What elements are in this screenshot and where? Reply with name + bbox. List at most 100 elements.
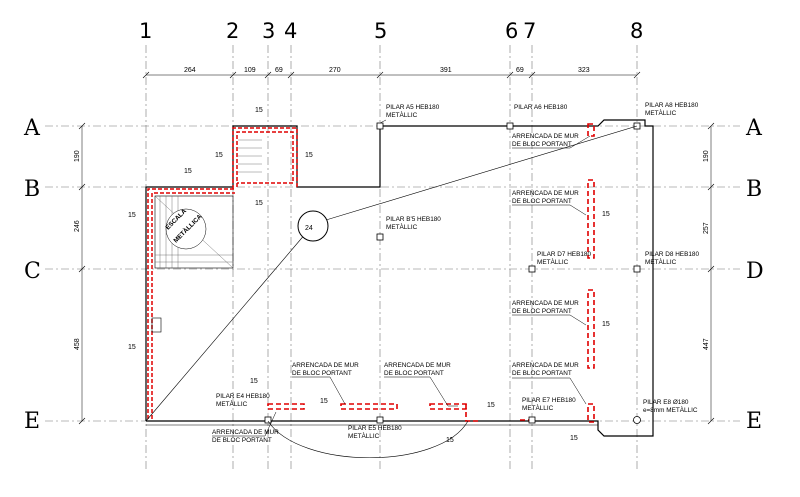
- arrencada-5-line1: ARRENCADA DE MUR: [292, 362, 359, 369]
- pilar-d7-label-2: METÀLLIC: [537, 257, 569, 266]
- dim-15-n: 15: [602, 321, 610, 328]
- row-b-left-label: B: [24, 177, 40, 202]
- dim-left-b-c: 246: [74, 220, 81, 232]
- arrencada-4-line1: ARRENCADA DE MUR: [512, 362, 579, 369]
- arrencada-7-line2: DE BLOC PORTANT: [212, 437, 272, 444]
- row-e-left-label: E: [24, 409, 40, 434]
- pilar-e8-label-2: e=8mm METÀLLIC: [643, 405, 698, 414]
- column-7-label: 7: [523, 19, 536, 43]
- dim-15-c: 15: [305, 152, 313, 159]
- dim-top-4-5: 270: [329, 67, 341, 74]
- pilar-b5-label-1: PILAR B'5 HEB180: [386, 216, 441, 223]
- column-3-label: 3: [262, 19, 275, 43]
- pilar-e7-label-1: PILAR E7 HEB180: [522, 397, 576, 404]
- small-dimensions: 15 15 15 15 15 15 15 15 15 15 15 15 15 1…: [128, 107, 610, 444]
- arrencada-5-line2: DE BLOC PORTANT: [292, 370, 352, 377]
- pillar-e5: [376, 416, 384, 424]
- dim-top-3-4: 69: [275, 67, 283, 74]
- arrencada-3-line1: ARRENCADA DE MUR: [512, 300, 579, 307]
- pilar-e8-label-1: PILAR E8 Ø180: [643, 399, 689, 406]
- dim-15-l: 15: [570, 435, 578, 442]
- pillar-e4: [264, 416, 272, 424]
- dim-15-m: 15: [602, 211, 610, 218]
- pilar-e7-label-2: METÀLLIC: [522, 403, 554, 412]
- column-1-label: 1: [139, 19, 152, 43]
- pilar-a5-label-1: PILAR A5 HEB180: [386, 104, 440, 111]
- pilar-d8-label-2: METÀLLIC: [645, 257, 677, 266]
- row-a-left-label: A: [23, 116, 41, 141]
- bearing-walls-right: [587, 123, 595, 423]
- column-numbers: 1 2 3 4 5 6 7 8: [139, 19, 643, 43]
- pilar-d8-label-1: PILAR D8 HEB180: [645, 251, 699, 258]
- column-8-label: 8: [630, 19, 643, 43]
- dim-top-1-2: 264: [184, 67, 196, 74]
- arrencada-7-line1: ARRENCADA DE MUR: [212, 429, 279, 436]
- pilar-e5-label-2: METÀLLIC: [348, 431, 380, 440]
- bearing-walls-bottom: [267, 403, 530, 422]
- dim-right-a-b: 190: [703, 150, 710, 162]
- dim-15-e: 15: [255, 200, 263, 207]
- leader-lines: [212, 119, 591, 437]
- row-c-left-label: C: [24, 259, 41, 284]
- dim-left-c-e: 458: [74, 338, 81, 350]
- top-dimension-chain: 264 109 69 270 391 69 323: [142, 67, 641, 79]
- metal-stair: ESCALA METÀLLICA: [151, 139, 262, 333]
- pillars: [264, 122, 641, 424]
- dim-left-a-b: 190: [74, 150, 81, 162]
- dim-15-g: 15: [128, 344, 136, 351]
- arrencada-6-line1: ARRENCADA DE MUR: [384, 362, 451, 369]
- pilar-b5-label-2: METÀLLIC: [386, 222, 418, 231]
- dim-right-d-e: 447: [703, 338, 710, 350]
- dim-top-7-8: 323: [578, 67, 590, 74]
- arrencada-1-line2: DE BLOC PORTANT: [512, 141, 572, 148]
- dim-15-k: 15: [446, 437, 454, 444]
- pilar-a8-label-2: METÀLLIC: [645, 108, 677, 117]
- dim-top-5-6: 391: [440, 67, 452, 74]
- pillar-d7: [528, 265, 536, 273]
- arrencada-1-line1: ARRENCADA DE MUR: [512, 133, 579, 140]
- pilar-d7-label-1: PILAR D7 HEB180: [537, 251, 591, 258]
- pilar-e5-label-1: PILAR E5 HEB180: [348, 425, 402, 432]
- row-letters-left: A B C E: [23, 116, 41, 434]
- pilar-e4-label-2: METÀLLIC: [216, 399, 248, 408]
- wall-start-notes: ARRENCADA DE MUR DE BLOC PORTANT ARRENCA…: [212, 133, 579, 444]
- column-5-label: 5: [374, 19, 387, 43]
- row-letters-right: A B D E: [745, 116, 764, 434]
- right-dimension-chain: 190 257 447: [703, 122, 715, 425]
- pilar-a6-label-1: PILAR A6 HEB180: [514, 104, 568, 111]
- row-d-right-label: D: [746, 259, 764, 284]
- dim-15-d: 15: [184, 168, 192, 175]
- column-4-label: 4: [284, 19, 297, 43]
- pillar-e8: [633, 416, 641, 424]
- pilar-a8-label-1: PILAR A8 HEB180: [645, 102, 699, 109]
- arrencada-4-line2: DE BLOC PORTANT: [512, 370, 572, 377]
- vertical-axes: [145, 45, 638, 470]
- entrance-arc: 24: [145, 125, 638, 459]
- row-b-right-label: B: [746, 177, 762, 202]
- row-e-right-label: E: [746, 409, 762, 434]
- dim-right-b-d: 257: [703, 222, 710, 234]
- column-2-label: 2: [226, 19, 239, 43]
- dim-top-2-3: 109: [244, 67, 256, 74]
- pillar-labels: PILAR A5 HEB180 METÀLLIC PILAR A6 HEB180…: [216, 102, 699, 440]
- dim-15-h: 15: [250, 378, 258, 385]
- dim-15-j: 15: [487, 402, 495, 409]
- arrencada-2-line2: DE BLOC PORTANT: [512, 198, 572, 205]
- building-outline: [145, 119, 654, 437]
- detail-reference: 24: [305, 225, 313, 232]
- pilar-a5-label-2: METÀLLIC: [386, 110, 418, 119]
- row-a-right-label: A: [745, 116, 763, 141]
- arrencada-2-line1: ARRENCADA DE MUR: [512, 190, 579, 197]
- pillar-a6: [506, 122, 514, 130]
- arrencada-3-line2: DE BLOC PORTANT: [512, 308, 572, 315]
- dim-15-b: 15: [215, 152, 223, 159]
- pillar-a5: [376, 122, 384, 130]
- dim-15-a: 15: [255, 107, 263, 114]
- pillar-d8: [633, 265, 641, 273]
- column-6-label: 6: [505, 19, 518, 43]
- pilar-e4-label-1: PILAR E4 HEB180: [216, 393, 270, 400]
- pillar-e7: [528, 416, 536, 424]
- dim-15-f: 15: [128, 212, 136, 219]
- dim-15-i: 15: [320, 398, 328, 405]
